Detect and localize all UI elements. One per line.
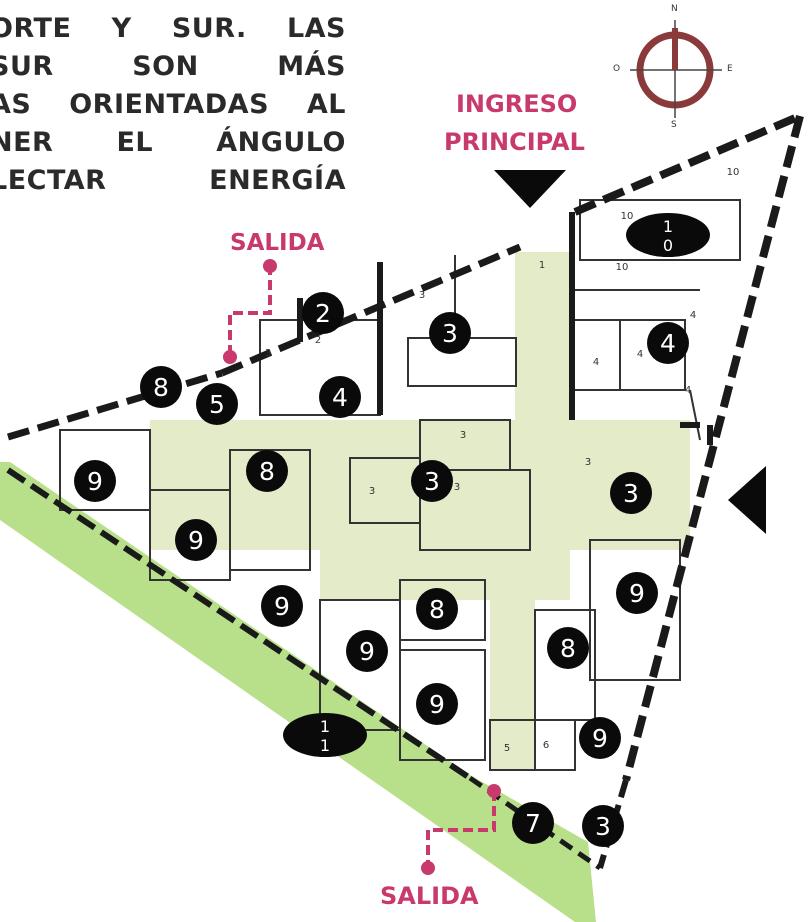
description-line: ORTE Y SUR. LAS — [0, 13, 346, 44]
exit-path-bottom — [421, 784, 501, 875]
room-number: 3 — [454, 482, 460, 493]
room-number: 3 — [265, 348, 271, 359]
zone-marker-circle — [140, 366, 182, 408]
zone-marker-number: 8 — [429, 595, 445, 624]
zone-marker-circle — [196, 383, 238, 425]
zone-marker-circle — [74, 460, 116, 502]
room-number: 4 — [593, 357, 599, 368]
zone-marker-circle — [319, 376, 361, 418]
zone-marker-number: 7 — [525, 809, 541, 838]
compass-west-label: O — [613, 64, 621, 74]
description-line: NER EL ÁNGULO — [0, 127, 346, 158]
zone-marker-circle — [647, 322, 689, 364]
main-entrance-label-line2: PRINCIPAL — [444, 128, 585, 156]
zone-marker-circle — [246, 450, 288, 492]
exit-label-top: SALIDA — [230, 230, 325, 256]
compass-east-label: E — [727, 64, 733, 74]
room-number: 5 — [504, 743, 510, 754]
description-line: AS ORIENTADAS AL — [0, 89, 346, 120]
main-entrance-label-line1: INGRESO — [456, 90, 578, 118]
zone-marker-number: 4 — [660, 329, 676, 358]
oval-marker — [283, 713, 367, 757]
zone-marker-number: 5 — [209, 390, 225, 419]
room-number: 1 — [539, 260, 545, 271]
oval-marker-digit: 0 — [663, 236, 673, 255]
zone-marker-circle — [582, 805, 624, 847]
oval-marker-digit: 1 — [320, 736, 330, 755]
oval-marker-digit: 1 — [320, 717, 330, 736]
zone-marker-number: 9 — [274, 592, 290, 621]
zone-marker-number: 9 — [592, 724, 608, 753]
description-line: SUR SON MÁS — [0, 51, 346, 82]
zone-marker-circle — [616, 572, 658, 614]
room-number: 10 — [616, 262, 629, 273]
zone-marker-circle — [610, 472, 652, 514]
zone-marker-number: 9 — [188, 526, 204, 555]
compass-north-label: N — [671, 4, 678, 14]
room-number: 4 — [637, 349, 643, 360]
zone-marker-circle — [416, 683, 458, 725]
zone-marker-circle — [416, 588, 458, 630]
exit-label-bottom: SALIDA — [380, 882, 479, 910]
zone-marker-number: 8 — [259, 457, 275, 486]
room-number: 10 — [621, 211, 634, 222]
oval-marker — [626, 213, 710, 257]
room-number: 3 — [369, 486, 375, 497]
zone-marker-circle — [547, 627, 589, 669]
zone-marker-circle — [579, 717, 621, 759]
side-entrance-arrow — [728, 466, 766, 534]
zone-marker-number: 3 — [442, 319, 458, 348]
zone-marker-number: 9 — [359, 637, 375, 666]
zone-marker-number: 8 — [153, 373, 169, 402]
zone-marker-number: 4 — [332, 383, 348, 412]
exit-path-top — [223, 259, 277, 364]
room-number: 3 — [585, 457, 591, 468]
zone-marker-circle — [429, 312, 471, 354]
zone-marker-circle — [302, 292, 344, 334]
zone-marker-number: 3 — [424, 467, 440, 496]
exterior-walls — [6, 112, 804, 871]
zone-marker-number: 8 — [560, 634, 576, 663]
compass-icon — [630, 20, 722, 118]
zone-marker-number: 3 — [595, 812, 611, 841]
room-number: 3 — [460, 430, 466, 441]
room-number: 3 — [419, 290, 425, 301]
zone-marker-circle — [411, 460, 453, 502]
zone-marker-number: 9 — [629, 579, 645, 608]
zone-marker-circle — [512, 802, 554, 844]
zone-marker-circle — [175, 519, 217, 561]
room-number: 10 — [727, 167, 740, 178]
description-paragraph: ORTE Y SUR. LAS SUR SON MÁS AS ORIENTADA… — [0, 10, 346, 200]
zone-marker-number: 9 — [429, 690, 445, 719]
oval-marker-digit: 1 — [663, 217, 673, 236]
zone-marker-circle — [261, 585, 303, 627]
room-number: 6 — [543, 740, 549, 751]
zone-marker-number: 2 — [315, 299, 331, 328]
zone-marker-number: 3 — [623, 479, 639, 508]
room-number: 2 — [315, 335, 321, 346]
room-number: 4 — [685, 385, 691, 396]
main-entrance-arrow — [494, 170, 566, 208]
description-line: LECTAR ENERGÍA — [0, 165, 346, 196]
room-number: 4 — [690, 310, 696, 321]
zone-marker-number: 9 — [87, 467, 103, 496]
zone-marker-circle — [346, 630, 388, 672]
compass-south-label: S — [671, 120, 677, 130]
